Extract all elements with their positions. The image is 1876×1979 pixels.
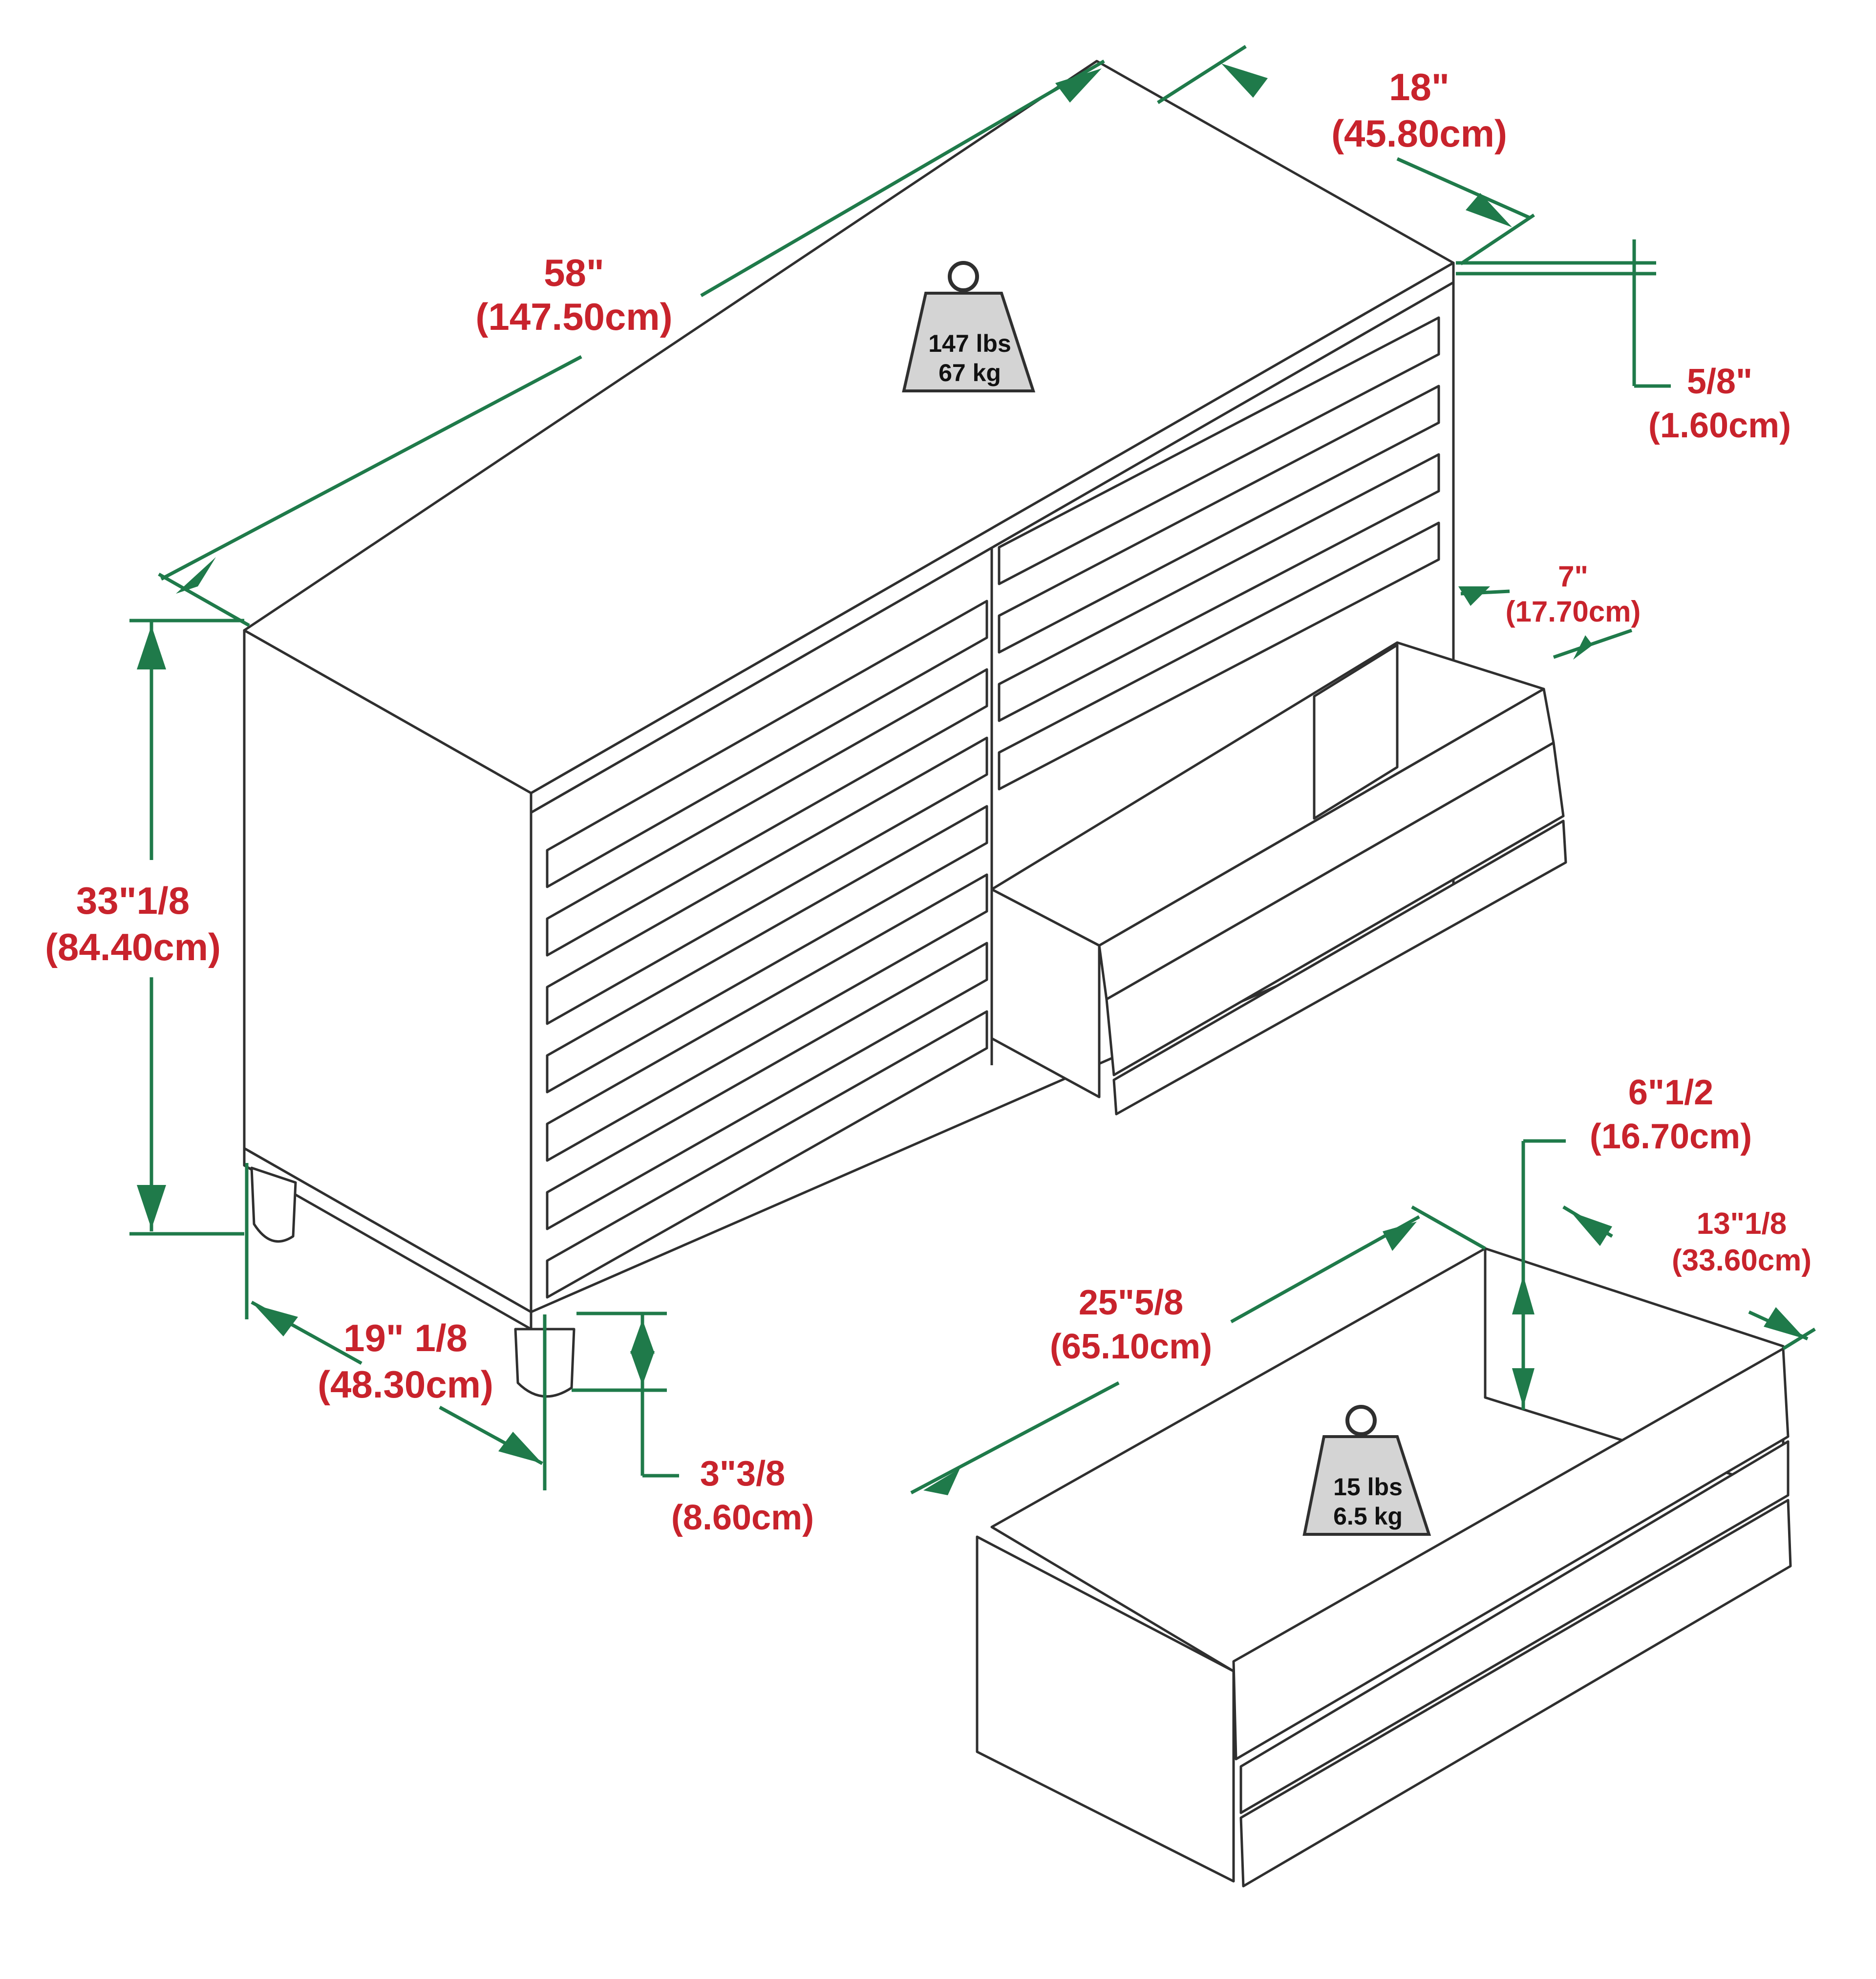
dresser-weight-icon: 147 lbs 67 kg: [902, 261, 1036, 392]
base-depth-inch-label: 19" 1/8: [343, 1316, 468, 1359]
top-thickness-cm-label: (1.60cm): [1648, 406, 1791, 445]
drawer-height-inch-label: 6"1/2: [1628, 1073, 1713, 1112]
height-cm-label: (84.40cm): [45, 925, 221, 968]
width-inch-label: 58": [544, 251, 604, 294]
drawer-weight-icon: 15 lbs 6.5 kg: [1302, 1405, 1431, 1536]
leg-height-inch-label: 3"3/8: [700, 1454, 785, 1493]
top-thickness-inch-label: 5/8": [1687, 362, 1752, 401]
drawer-front-cm-label: (17.70cm): [1506, 595, 1641, 628]
right-drawer-fronts: [998, 316, 1440, 791]
drawer-front-top: [1232, 1347, 1790, 1761]
drawer-front-inch-label: 7": [1558, 560, 1588, 593]
dimension-lines: [129, 45, 1816, 1495]
drawer-weight-kg: 6.5 kg: [1333, 1503, 1403, 1530]
base-depth-cm-label: (48.30cm): [318, 1363, 493, 1406]
drawer-width-cm-label: (65.10cm): [1050, 1327, 1212, 1366]
leg-height-cm-label: (8.60cm): [671, 1498, 814, 1537]
dresser-weight-lbs: 147 lbs: [928, 330, 1011, 357]
dimension-labels: 58" (147.50cm) 18" (45.80cm) 5/8" (1.60c…: [45, 65, 1812, 1537]
drawer-width-inch-label: 25"5/8: [1079, 1283, 1183, 1322]
drawer-side-panel: [976, 1535, 1235, 1883]
open-drawer: [990, 641, 1567, 1116]
drawer-depth-cm-label: (33.60cm): [1672, 1244, 1812, 1277]
depth-inch-label: 18": [1389, 65, 1450, 108]
drawer-weight-lbs: 15 lbs: [1333, 1473, 1403, 1501]
drawer-front-bottom: [1239, 1499, 1792, 1888]
width-cm-label: (147.50cm): [475, 295, 672, 338]
drawer-front-middle: [1239, 1440, 1790, 1814]
dresser-weight-kg: 67 kg: [938, 359, 1001, 387]
drawer-depth-inch-label: 13"1/8: [1697, 1207, 1787, 1241]
depth-cm-label: (45.80cm): [1331, 112, 1507, 155]
left-drawer-fronts: [546, 600, 988, 1299]
drawer-height-cm-label: (16.70cm): [1590, 1117, 1752, 1156]
height-inch-label: 33"1/8: [76, 879, 190, 922]
dresser-leg-back: [250, 1166, 297, 1243]
dresser-drawing: [243, 60, 1567, 1398]
